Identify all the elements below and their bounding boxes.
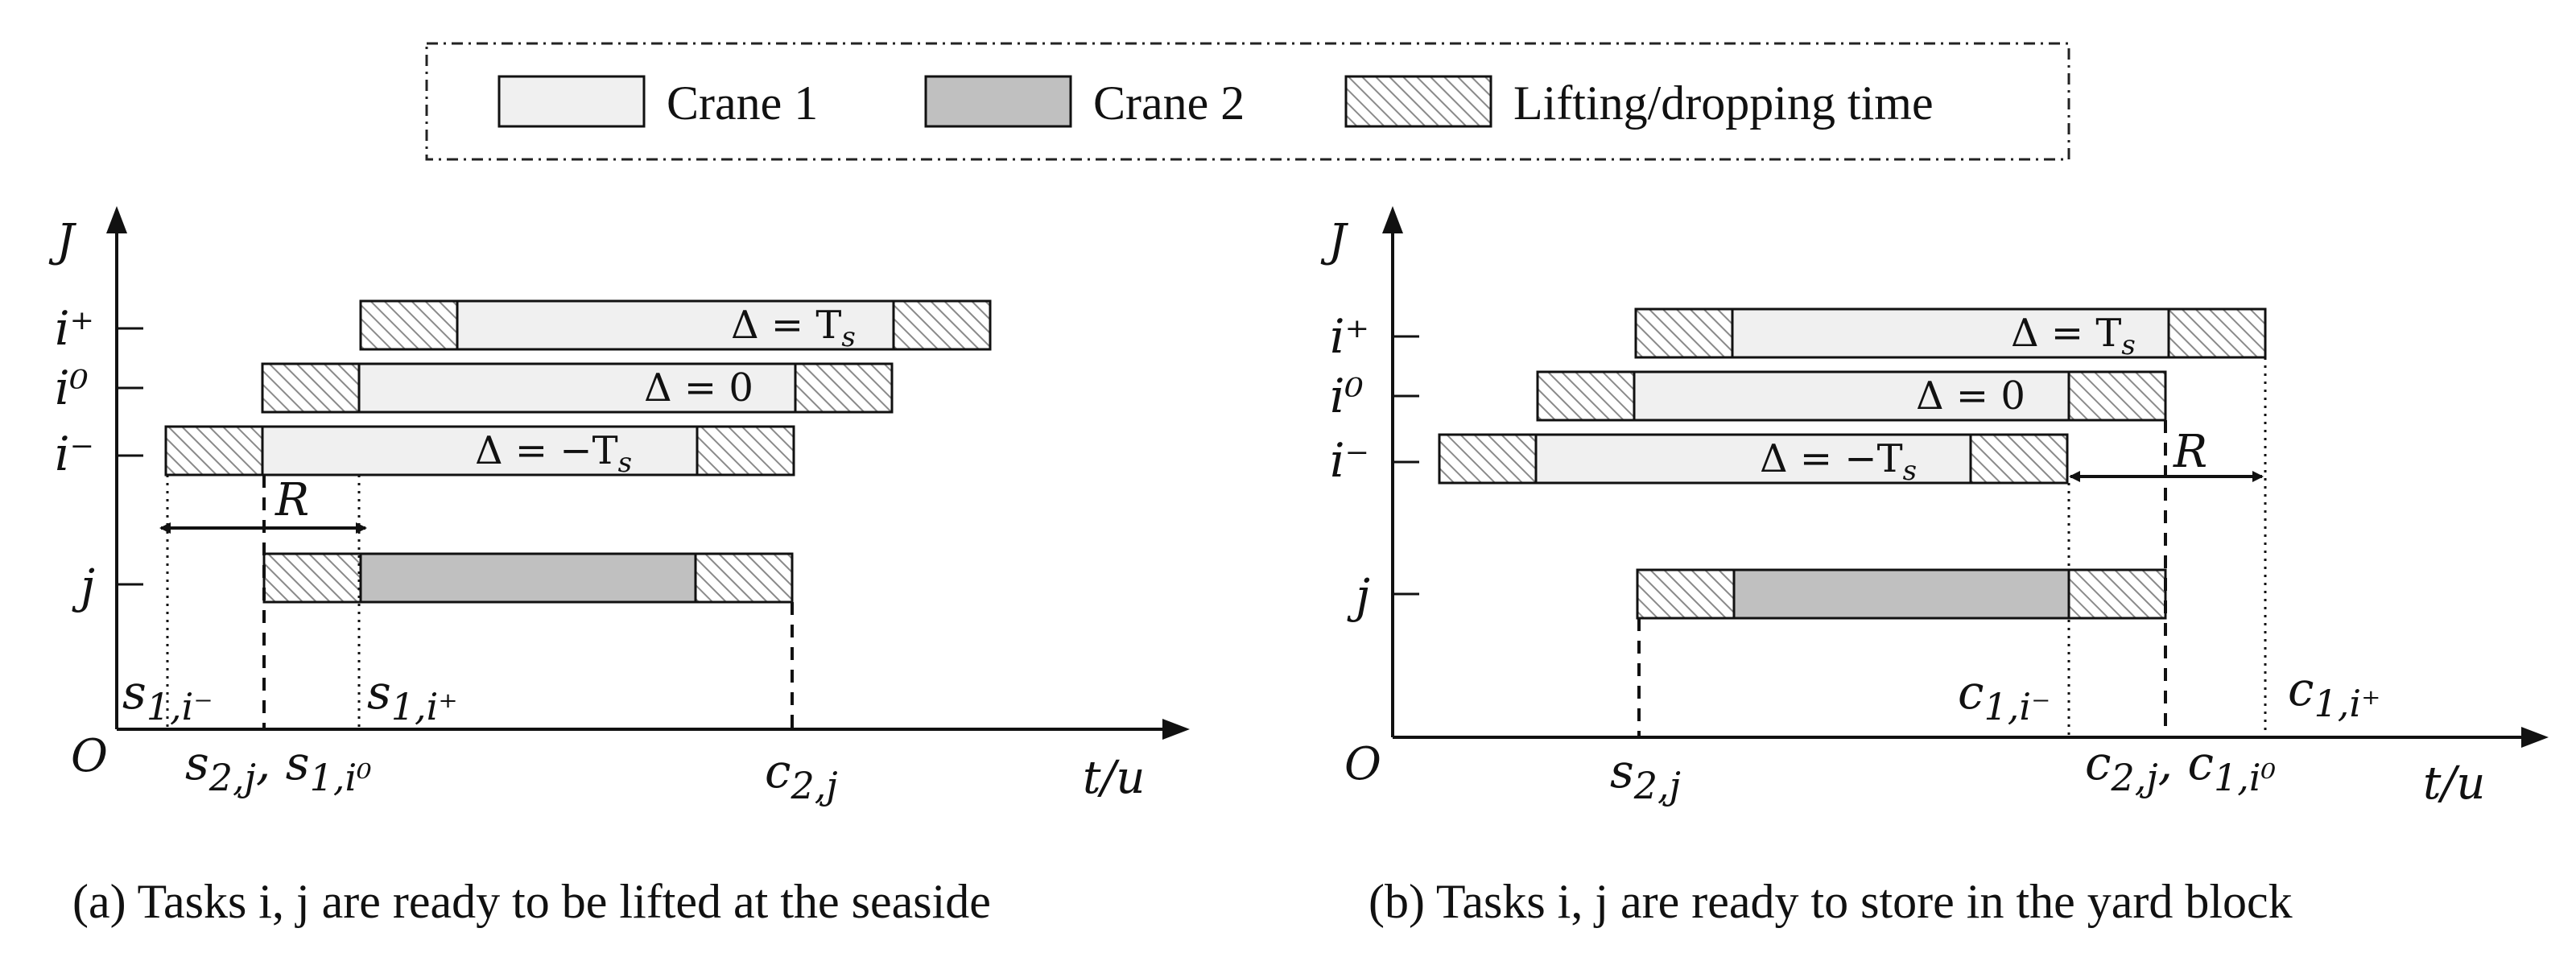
delta-label-iminus: Δ = −Ts: [475, 428, 632, 479]
legend: Crane 1 Crane 2 Lifting/dropping time: [425, 42, 2070, 161]
bar-j-lift: [1636, 568, 1736, 620]
legend-swatch-crane2: [924, 75, 1072, 128]
row-label-j: j: [72, 559, 95, 613]
delta-label-i0: Δ = 0: [1916, 373, 2025, 419]
bar-iplus-lift: [1634, 307, 1734, 359]
legend-frame: [425, 42, 2070, 161]
caption-a: (a) Tasks i, j are ready to be lifted at…: [72, 875, 991, 928]
row-label-i0: i⁰: [1330, 369, 1364, 423]
bar-j: [1636, 568, 2167, 620]
x-axis-arrow: [2521, 727, 2549, 748]
label-c2j: c2,j: [765, 744, 838, 807]
label-s1-iminus: s1,i⁻: [122, 665, 213, 728]
x-axis-label: t/u: [1083, 752, 1145, 804]
bar-iplus: Δ = Ts: [359, 299, 992, 353]
bar-i0-lift: [261, 362, 361, 414]
label-c1-iplus: c1,i⁺: [2288, 662, 2380, 725]
bar-j-drop: [2067, 568, 2167, 620]
x-axis-arrow: [1162, 719, 1190, 740]
x-axis-label: t/u: [2423, 757, 2485, 810]
panel-a: J O t/u i⁺ i⁰ i⁻ j Δ = Ts Δ = 0: [48, 206, 1190, 928]
y-axis-label: J: [48, 215, 77, 267]
bar-j-crane2: [359, 552, 697, 604]
bar-iminus: Δ = −Ts: [1438, 433, 2069, 487]
bar-iplus-crane1: [1731, 307, 2170, 359]
delta-label-iplus: Δ = Ts: [731, 303, 856, 353]
label-s2j: s2,j: [1610, 744, 1681, 807]
row-label-iminus: i⁻: [55, 427, 94, 481]
bar-iplus-drop: [892, 299, 992, 351]
origin-label: O: [71, 730, 108, 782]
range-label: R: [275, 474, 309, 526]
bar-j-lift: [262, 552, 362, 604]
bar-iplus-drop: [2167, 307, 2267, 359]
panel-b: J O t/u i⁺ i⁰ i⁻ j Δ = Ts Δ = 0 Δ = −Ts: [1320, 206, 2549, 928]
label-c2j-c1i0: c2,j, c1,i⁰: [2085, 736, 2276, 799]
bar-iplus: Δ = Ts: [1634, 307, 2267, 361]
legend-label-crane2: Crane 2: [1093, 76, 1245, 130]
bar-iminus-drop: [1969, 433, 2069, 485]
y-axis-arrow: [106, 206, 127, 233]
caption-b: (b) Tasks i, j are ready to store in the…: [1368, 875, 2293, 928]
y-axis-arrow: [1382, 206, 1403, 233]
bar-iplus-lift: [359, 299, 459, 351]
delta-label-iminus: Δ = −Ts: [1760, 436, 1917, 487]
bar-iminus-drop: [696, 425, 795, 476]
bar-i0-crane1: [357, 362, 797, 414]
legend-label-lifting: Lifting/dropping time: [1513, 76, 1934, 130]
bar-i0-lift: [1536, 370, 1636, 422]
legend-swatch-lifting: [1344, 75, 1492, 128]
bar-j-drop: [694, 552, 794, 604]
bar-i0-drop: [794, 362, 894, 414]
bar-i0-drop: [2067, 370, 2167, 422]
delta-label-iplus: Δ = Ts: [2011, 311, 2136, 361]
y-axis-label: J: [1320, 215, 1349, 267]
label-c1-iminus: c1,i⁻: [1958, 665, 2050, 728]
bar-i0: Δ = 0: [261, 362, 894, 414]
bar-iminus: Δ = −Ts: [164, 425, 795, 479]
row-label-iplus: i⁺: [1330, 309, 1369, 364]
bar-j: [262, 552, 794, 604]
bar-j-crane2: [1732, 568, 2070, 620]
row-label-i0: i⁰: [55, 361, 89, 415]
label-s2j-s1i0: s2,j, s1,i⁰: [185, 736, 372, 799]
legend-label-crane1: Crane 1: [667, 76, 818, 130]
label-s1-iplus: s1,i⁺: [367, 665, 458, 728]
bar-iminus-lift: [164, 425, 264, 476]
bar-iminus-crane1: [261, 425, 699, 476]
legend-swatch-crane1: [497, 75, 646, 128]
bar-i0-crane1: [1633, 370, 2070, 422]
range-label: R: [2173, 426, 2207, 478]
row-label-iplus: i⁺: [55, 301, 94, 356]
delta-label-i0: Δ = 0: [644, 365, 753, 410]
row-label-j: j: [1347, 568, 1370, 623]
bar-i0: Δ = 0: [1536, 370, 2167, 422]
row-label-iminus: i⁻: [1330, 433, 1369, 488]
origin-label: O: [1344, 738, 1381, 790]
bar-iminus-lift: [1438, 433, 1538, 485]
bar-iminus-crane1: [1534, 433, 1972, 485]
